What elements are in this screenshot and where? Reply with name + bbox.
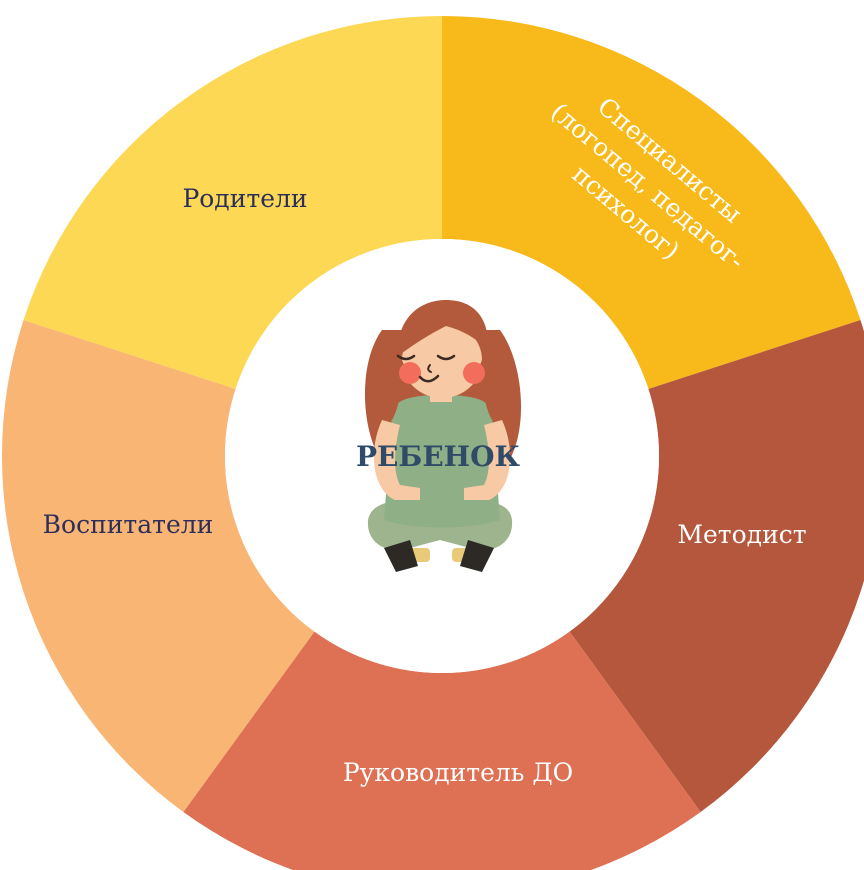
segment-parents-label: Родители	[182, 184, 307, 213]
child-sitting-icon	[365, 300, 521, 572]
segment-educators-label-line: Воспитатели	[43, 510, 214, 539]
segment-director-label: Руководитель ДО	[343, 758, 573, 787]
segment-parents-label-line: Родители	[182, 184, 307, 213]
segment-educators-label: Воспитатели	[43, 510, 214, 539]
segment-methodist-label-line: Методист	[677, 520, 806, 549]
segment-director-label-line: Руководитель ДО	[343, 758, 573, 787]
center-title: РЕБЕНОК	[356, 440, 521, 473]
segment-methodist-label: Методист	[677, 520, 806, 549]
